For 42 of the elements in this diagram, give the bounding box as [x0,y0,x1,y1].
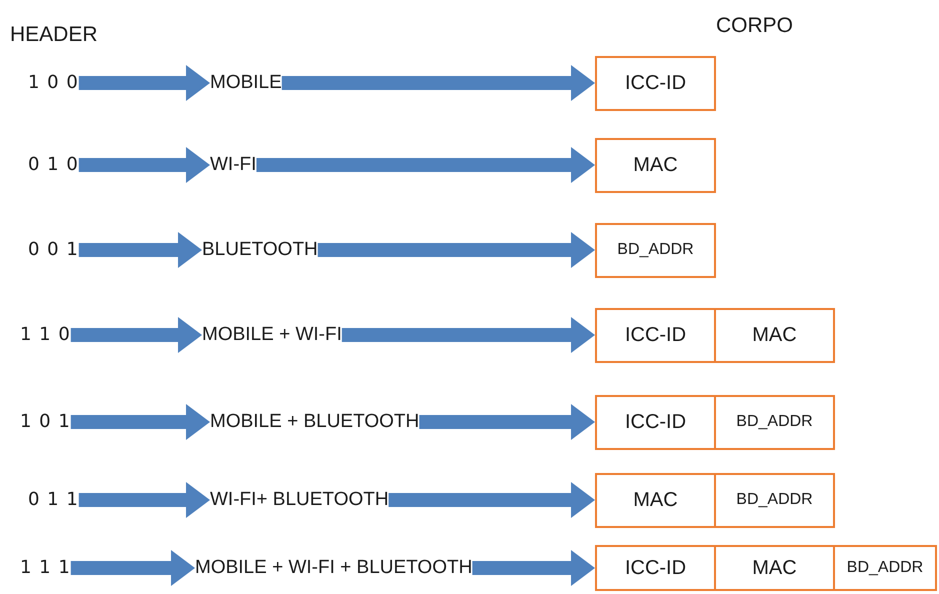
field-box: ICC-ID [595,308,716,362]
interface-label: MOBILE + BLUETOOTH [210,410,420,434]
arrow [388,482,595,518]
field-box: MAC [595,472,716,528]
interface-label: WI-FI [210,153,256,177]
arrow [70,404,210,440]
bit-code: 1 0 1 [20,410,71,434]
field-box: BD_ADDR [595,222,716,278]
column-heading: CORPO [716,13,794,39]
field-box: ICC-ID [595,545,716,591]
arrow [256,147,595,183]
arrow [318,232,595,268]
arrow [342,317,595,353]
bit-code: 0 1 1 [28,488,79,512]
arrow [70,550,195,586]
bit-code: 0 1 0 [28,153,79,177]
bit-code: 1 0 0 [28,71,79,95]
interface-label: BLUETOOTH [202,238,318,262]
field-box: MAC [595,138,716,192]
field-box: BD_ADDR [714,394,835,450]
interface-label: MOBILE + WI-FI [202,323,342,347]
field-box: ICC-ID [595,394,716,450]
arrow [78,482,210,518]
arrow [78,232,202,268]
arrow [419,404,595,440]
bit-code: 1 1 0 [20,323,71,347]
column-heading: HEADER [10,22,98,48]
arrow [70,317,202,353]
arrow [472,550,595,586]
arrow [78,147,210,183]
field-box: MAC [714,308,835,362]
field-box: BD_ADDR [833,545,937,591]
bit-code: 1 1 1 [20,556,71,580]
interface-label: MOBILE [210,71,282,95]
field-box: ICC-ID [595,56,716,110]
interface-label: WI-FI+ BLUETOOTH [210,488,389,512]
field-box: BD_ADDR [714,472,835,528]
interface-label: MOBILE + WI-FI + BLUETOOTH [195,556,472,580]
arrow [282,65,595,101]
field-box: MAC [714,545,835,591]
bit-code: 0 0 1 [28,238,79,262]
arrow [78,65,210,101]
